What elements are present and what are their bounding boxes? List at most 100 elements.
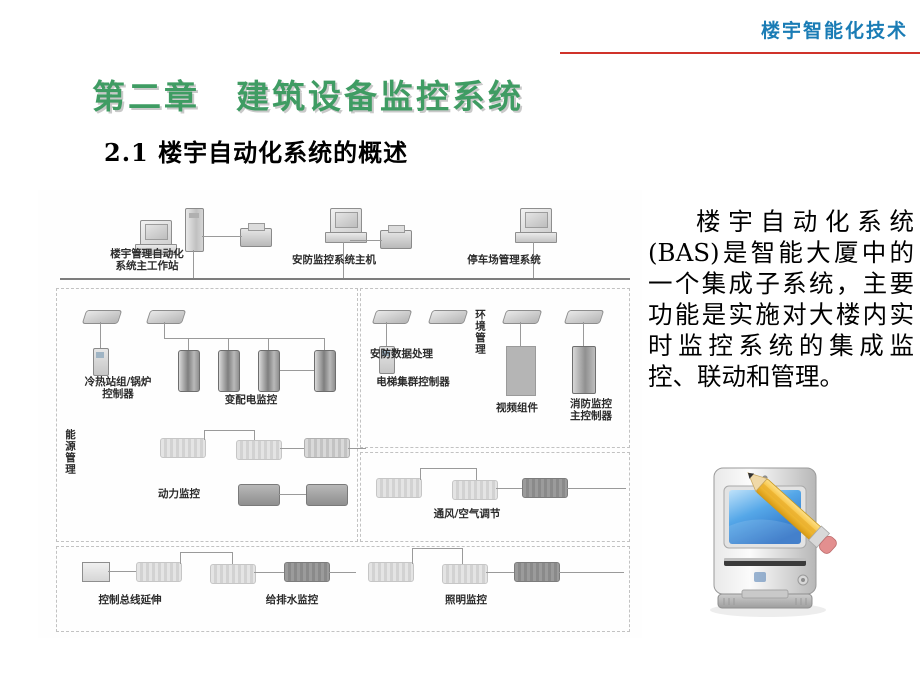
diagram-label-water-monitor: 给排水监控 — [265, 594, 319, 606]
diagram-wire — [204, 430, 205, 440]
diagram-node-io-module — [284, 562, 330, 582]
diagram-wire — [324, 338, 325, 350]
diagram-label-bas-workstation: 楼宇管理自动化系统主工作站 — [110, 248, 184, 272]
diagram-zone-energy — [56, 288, 358, 542]
diagram-wire — [180, 552, 181, 564]
diagram-wire — [350, 240, 382, 241]
diagram-wire — [348, 448, 366, 449]
diagram-label-elevator-group-controller: 电梯集群控制器 — [376, 376, 450, 388]
diagram-label-video-component: 视频组件 — [496, 402, 538, 414]
diagram-node-switch — [81, 310, 123, 324]
diagram-node-io-module — [522, 478, 568, 498]
diagram-node-switch — [145, 310, 187, 324]
diagram-wire — [204, 430, 254, 431]
diagram-label-security-data-processing: 安防数据处理 — [370, 348, 433, 360]
diagram-node-switch — [371, 310, 413, 324]
diagram-node-control-panel — [238, 484, 280, 506]
header-title: 楼宇智能化技术 — [760, 20, 908, 42]
diagram-wire — [386, 322, 387, 346]
diagram-node-parking-base — [515, 232, 557, 243]
diagram-node-bas-printer — [240, 223, 272, 247]
diagram-node-io-module — [236, 440, 282, 460]
body-paragraph: 楼宇自动化系统(BAS)是智能大厦中的一个集成子系统，主要功能是实施对大楼内实时… — [648, 207, 914, 391]
diagram-wire — [278, 494, 306, 495]
diagram-wire — [496, 488, 522, 489]
diagram-node-bus-extender — [82, 562, 110, 582]
diagram-wire — [462, 548, 463, 564]
diagram-wire — [164, 338, 324, 339]
diagram-wire — [412, 548, 413, 564]
diagram-wire — [100, 322, 101, 348]
diagram-label-power-distribution-monitor: 变配电监控 — [224, 394, 278, 406]
diagram-zone-environment — [360, 288, 630, 448]
diagram-wire — [268, 338, 269, 350]
page-title: 第二章 建筑设备监控系统 — [92, 77, 524, 116]
diagram-wire — [254, 430, 255, 440]
diagram-node-chiller-controller — [93, 348, 109, 376]
diagram-wire — [486, 572, 514, 573]
diagram-wire — [583, 322, 584, 346]
diagram-node-power-cabinet — [314, 350, 336, 392]
diagram-label-control-bus-extension: 控制总线延伸 — [98, 594, 162, 606]
diagram-node-io-module — [376, 478, 422, 498]
diagram-node-bas-workstation-base — [135, 244, 177, 255]
diagram-node-power-cabinet — [178, 350, 200, 392]
diagram-wire — [558, 572, 624, 573]
diagram-node-switch — [563, 310, 605, 324]
diagram-zone-field-bus — [56, 546, 630, 632]
diagram-node-io-module — [136, 562, 182, 582]
diagram-node-control-panel — [306, 484, 348, 506]
diagram-wire — [188, 338, 189, 350]
diagram-node-bas-workstation-monitor — [140, 220, 172, 246]
diagram-node-security-printer — [380, 225, 412, 249]
diagram-label-chiller-boiler-controller: 冷热站组/锅炉控制器 — [84, 376, 152, 400]
diagram-node-security-host-monitor — [330, 208, 362, 234]
header-divider-rule — [560, 52, 920, 54]
diagram-label-fire-main-controller: 消防监控主控制器 — [570, 398, 612, 422]
diagram-label-energy-management: 能源管理 — [64, 429, 76, 475]
diagram-wire — [520, 322, 521, 346]
diagram-wire — [202, 236, 242, 237]
diagram-node-power-cabinet — [218, 350, 240, 392]
diagram-wire — [228, 338, 229, 350]
macintosh-computer-icon — [690, 450, 850, 625]
diagram-label-hvac-monitor: 通风/空气调节 — [433, 508, 501, 520]
diagram-wire — [420, 468, 421, 480]
diagram-wire — [254, 572, 284, 573]
diagram-wire — [108, 571, 136, 572]
diagram-wire — [180, 552, 232, 553]
section-title: 2.1 楼宇自动化系统的概述 — [104, 138, 409, 167]
diagram-wire — [164, 322, 165, 338]
diagram-node-bas-server-tower — [185, 208, 204, 252]
diagram-node-io-module — [514, 562, 560, 582]
diagram-wire — [420, 468, 476, 469]
diagram-wire — [280, 448, 304, 449]
diagram-zone-hvac — [360, 452, 630, 542]
system-architecture-diagram: 楼宇管理自动化系统主工作站 安防监控系统主机 停车场管理系统 冷热站组/锅炉控制… — [38, 190, 642, 638]
diagram-node-parking-monitor — [520, 208, 552, 234]
diagram-label-environment-management: 环境管理 — [474, 309, 486, 355]
diagram-node-io-module — [442, 564, 488, 584]
diagram-wire — [566, 488, 626, 489]
diagram-node-video-component — [506, 346, 536, 396]
diagram-node-io-module — [304, 438, 350, 458]
diagram-node-io-module — [452, 480, 498, 500]
diagram-label-parking-system: 停车场管理系统 — [467, 254, 541, 266]
diagram-wire — [232, 552, 233, 564]
diagram-label-power-monitor: 动力监控 — [158, 488, 200, 500]
diagram-wire — [328, 572, 356, 573]
diagram-wire — [343, 242, 344, 278]
diagram-node-fire-controller — [572, 346, 596, 394]
diagram-node-io-module — [160, 438, 206, 458]
header-band: 楼宇智能化技术 — [0, 0, 920, 52]
diagram-node-security-host-base — [325, 232, 367, 243]
diagram-node-switch — [427, 310, 469, 324]
diagram-node-elevator-controller — [379, 346, 395, 374]
diagram-node-power-cabinet — [258, 350, 280, 392]
diagram-node-switch — [501, 310, 543, 324]
diagram-label-lighting-monitor: 照明监控 — [445, 594, 487, 606]
diagram-wire — [412, 548, 462, 549]
diagram-main-bus — [60, 278, 630, 280]
diagram-wire — [280, 370, 314, 371]
